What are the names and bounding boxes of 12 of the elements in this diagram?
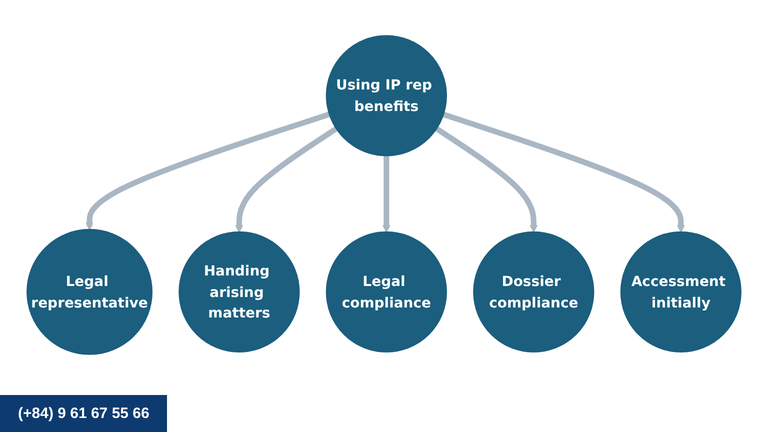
node-circle: Handing arising matters (178, 231, 300, 352)
node-circle: Accessment initially (620, 231, 742, 352)
node-circle: Legal representative (26, 228, 153, 355)
node-circle: Legal compliance (326, 231, 447, 352)
arrow (235, 126, 338, 233)
arrow (434, 126, 538, 233)
arrow (85, 112, 331, 230)
phone-number: (+84) 9 61 67 55 66 (0, 395, 168, 432)
node-circle: Dossier compliance (473, 231, 594, 352)
arrow (442, 112, 685, 233)
node-circle: Using IP rep benefits (326, 35, 447, 156)
arrow (382, 155, 391, 233)
